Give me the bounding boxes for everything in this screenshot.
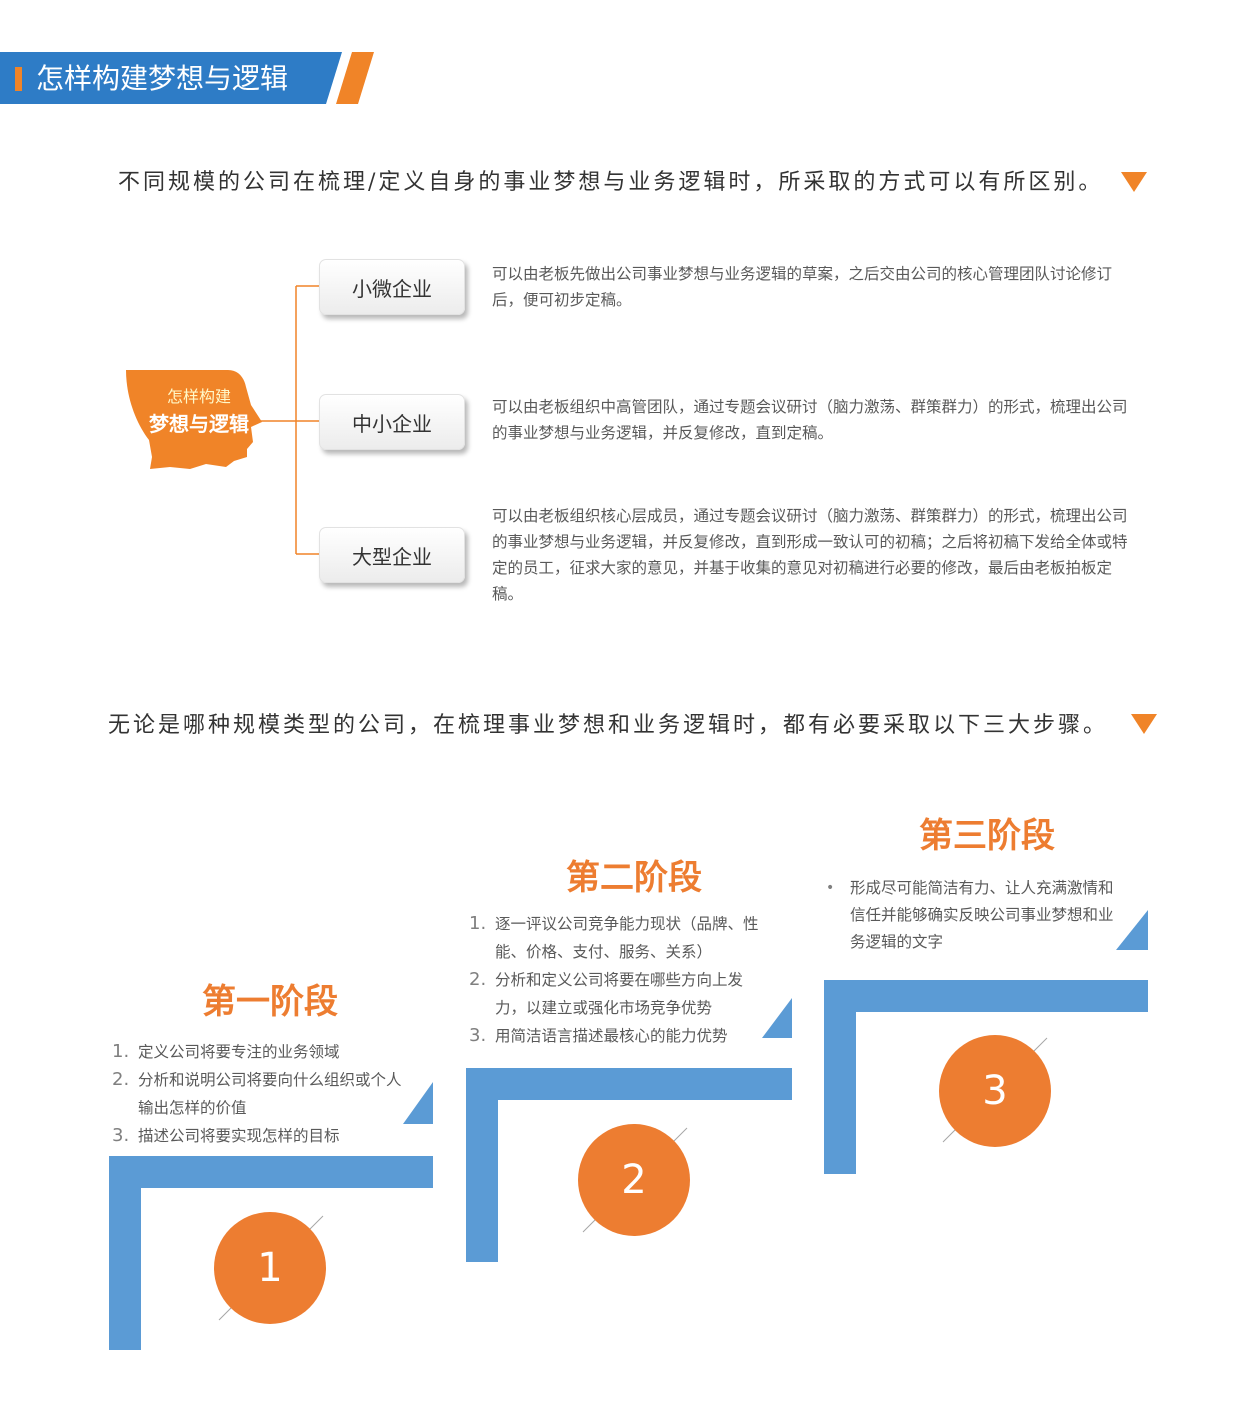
triangle-down-icon xyxy=(1131,714,1157,734)
head-silhouette-icon xyxy=(126,370,262,469)
intro-text-2: 无论是哪种规模类型的公司，在梳理事业梦想和业务逻辑时，都有必要采取以下三大步骤。 xyxy=(108,713,1109,738)
stage-1-title: 第一阶段 xyxy=(202,982,338,1022)
step-number-3: 3 xyxy=(982,1068,1008,1114)
intro-text-1: 不同规模的公司在梳理/定义自身的事业梦想与业务逻辑时，所采取的方式可以有所区别。 xyxy=(118,170,1104,195)
mindmap-center-line2: 梦想与逻辑 xyxy=(149,412,249,436)
branch-box-small: 小微企业 xyxy=(319,259,465,315)
list-item: 3.描述公司将要实现怎样的目标 xyxy=(112,1125,340,1146)
triangle-down-icon xyxy=(1121,172,1147,192)
list-item: 1.逐一评议公司竞争能力现状（品牌、性能、价格、支付、服务、关系） xyxy=(469,913,759,961)
stage-3-title: 第三阶段 xyxy=(919,816,1055,856)
list-item: •形成尽可能简洁有力、让人充满激情和信任并能够确实反映公司事业梦想和业务逻辑的文… xyxy=(826,879,1114,951)
step-number-2: 2 xyxy=(621,1157,647,1203)
branch-box-medium: 中小企业 xyxy=(319,394,465,450)
header-banner xyxy=(0,52,374,104)
list-item: 2.分析和定义公司将要在哪些方向上发力，以建立或强化市场竞争优势 xyxy=(469,969,744,1017)
stage-2-title: 第二阶段 xyxy=(566,858,702,898)
list-item: 2.分析和说明公司将要向什么组织或个人输出怎样的价值 xyxy=(112,1069,402,1117)
stage-2-list: 1.逐一评议公司竞争能力现状（品牌、性能、价格、支付、服务、关系） 2.分析和定… xyxy=(469,910,769,1050)
page-title: 怎样构建梦想与逻辑 xyxy=(36,62,289,95)
branch-desc-small: 可以由老板先做出公司事业梦想与业务逻辑的草案，之后交由公司的核心管理团队讨论修订… xyxy=(492,265,1113,309)
branch-desc-large: 可以由老板组织核心层成员，通过专题会议研讨（脑力激荡、群策群力）的形式，梳理出公… xyxy=(492,507,1128,603)
list-item: 1.定义公司将要专注的业务领域 xyxy=(112,1041,340,1062)
list-item: 3.用简洁语言描述最核心的能力优势 xyxy=(469,1025,728,1046)
branch-box-large: 大型企业 xyxy=(319,527,465,583)
branch-desc-medium: 可以由老板组织中高管团队，通过专题会议研讨（脑力激荡、群策群力）的形式，梳理出公… xyxy=(492,398,1128,442)
step-number-1: 1 xyxy=(257,1245,283,1291)
mindmap-connectors xyxy=(255,285,320,555)
stage-3-list: •形成尽可能简洁有力、让人充满激情和信任并能够确实反映公司事业梦想和业务逻辑的文… xyxy=(826,875,1118,956)
stage-1-list: 1.定义公司将要专注的业务领域 2.分析和说明公司将要向什么组织或个人输出怎样的… xyxy=(112,1038,402,1150)
mindmap-center-line1: 怎样构建 xyxy=(166,387,231,406)
